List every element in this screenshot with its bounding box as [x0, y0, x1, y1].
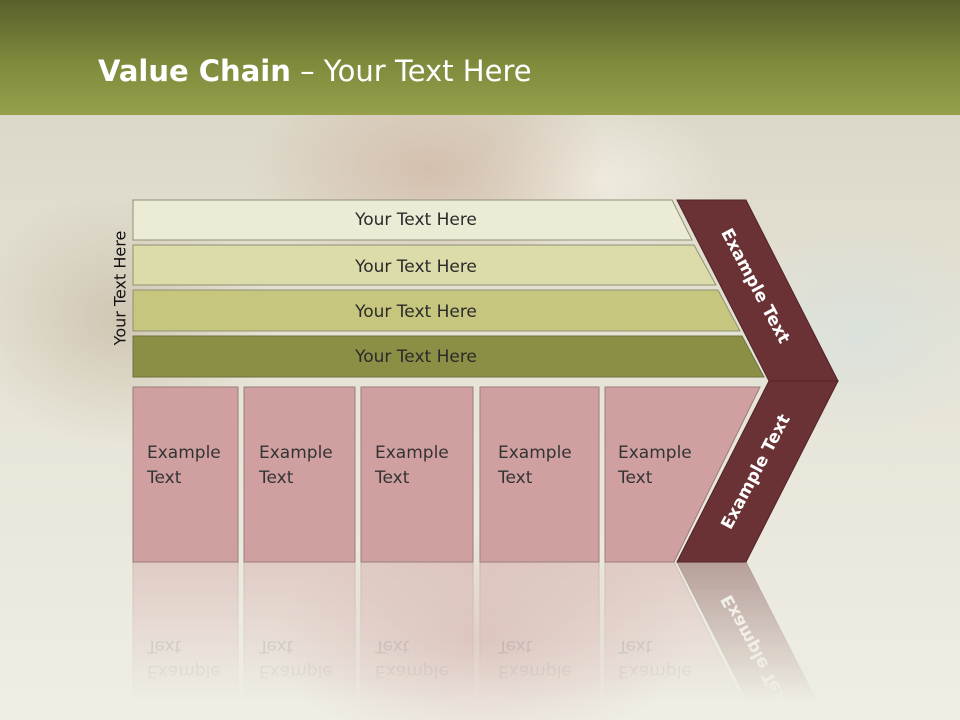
support-bands: Your Text Here Your Text Here Your Text …	[132, 199, 765, 378]
reflection-activity-box-5	[604, 561, 753, 720]
title-rest: – Your Text Here	[290, 54, 532, 88]
activity-box-3	[360, 386, 474, 563]
band-label-3: Your Text Here	[354, 302, 477, 322]
band-label-4: Your Text Here	[354, 347, 477, 367]
reflection-activity-label-3: ExampleText	[374, 636, 449, 681]
reflection-activity-box-3	[360, 561, 474, 720]
band-shape-1	[132, 199, 693, 241]
reflection-mirror: ExampleText ExampleText ExampleText Example…	[132, 561, 827, 720]
reflection-chevron-lower	[676, 561, 827, 720]
title-bar	[0, 0, 960, 115]
title-bold: Value Chain	[98, 54, 291, 88]
reflection-activity-label-2: ExampleText	[258, 636, 333, 681]
reflection-activity-box-1	[132, 561, 239, 720]
band-shape-4	[132, 335, 765, 378]
margin-chevron: Example Text Example Text	[676, 199, 839, 563]
page-title: Value Chain – Your Text Here	[98, 54, 532, 88]
diagram-reflection: ExampleText ExampleText ExampleText Example…	[132, 561, 827, 720]
band-shape-2	[132, 244, 717, 286]
band-label-1: Your Text Here	[354, 210, 477, 230]
reflection-activity-label-1: ExampleText	[146, 636, 221, 681]
band-shape-3	[132, 289, 741, 332]
activity-box-1	[132, 386, 239, 563]
reflection-activity-label-5: ExampleText	[617, 636, 692, 681]
reflection-activity-label-4: ExampleText	[497, 636, 572, 681]
reflection-activity-box-2	[243, 561, 356, 720]
reflection-activity-box-4	[479, 561, 600, 720]
band-label-2: Your Text Here	[354, 257, 477, 277]
side-label: Your Text Here	[111, 231, 130, 347]
activity-box-2	[243, 386, 356, 563]
activity-box-4	[479, 386, 600, 563]
